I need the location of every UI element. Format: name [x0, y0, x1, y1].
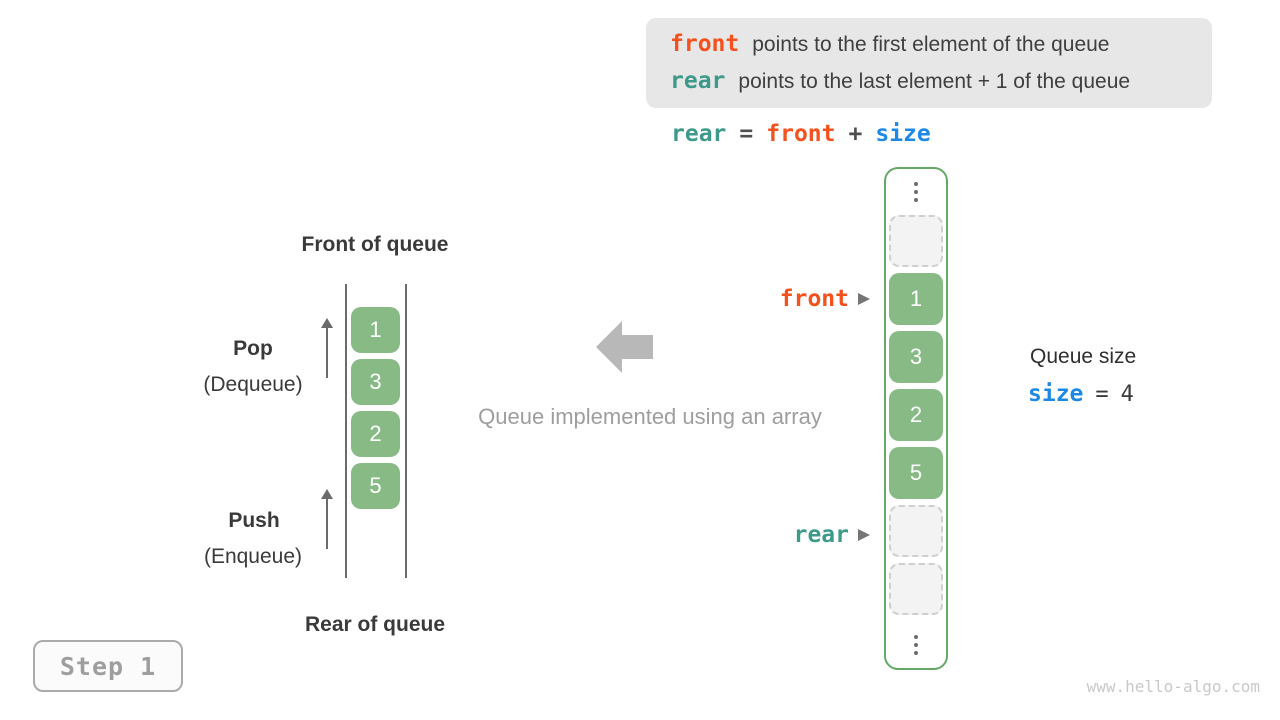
rear-pointer: rear	[794, 522, 870, 548]
formula-front: front	[766, 121, 836, 147]
arrow-stem	[326, 497, 328, 549]
front-of-queue-label: Front of queue	[301, 233, 449, 256]
front-description: points to the first element of the queue	[752, 33, 1110, 56]
figure-caption: Queue implemented using an array	[478, 404, 822, 429]
legend-line-rear: rear points to the last element + 1 of t…	[670, 63, 1212, 100]
formula-equals: =	[739, 121, 754, 147]
size-value: 4	[1120, 382, 1134, 407]
queue-element: 2	[351, 411, 400, 457]
rear-description: points to the last element + 1 of the qu…	[738, 70, 1131, 93]
array-cell-empty	[889, 215, 943, 267]
watermark: www.hello-algo.com	[1086, 677, 1260, 696]
front-keyword: front	[670, 31, 740, 57]
step-badge: Step 1	[33, 640, 183, 692]
enqueue-label: (Enqueue)	[203, 545, 303, 568]
front-pointer-label: front	[779, 286, 849, 312]
formula-rear: rear	[671, 121, 727, 147]
dequeue-label: (Dequeue)	[203, 373, 303, 396]
queue-size-equation: size = 4	[1028, 381, 1134, 407]
queue-size-title: Queue size	[1030, 345, 1137, 368]
size-equals: =	[1095, 382, 1109, 407]
pop-label: Pop	[233, 337, 273, 360]
pop-direction-arrow-icon	[321, 318, 333, 378]
array-cell-filled: 1	[889, 273, 943, 325]
queue-channel-left-wall	[345, 284, 347, 578]
array-container: 1 3 2 5	[884, 167, 948, 670]
queue-channel-right-wall	[405, 284, 407, 578]
push-label: Push	[228, 509, 280, 532]
queue-element: 1	[351, 307, 400, 353]
formula-plus: +	[848, 121, 863, 147]
ellipsis-top-icon	[914, 182, 918, 202]
rear-of-queue-label: Rear of queue	[304, 613, 446, 636]
queue-element-stack: 1 3 2 5	[351, 307, 400, 509]
array-cells: 1 3 2 5	[889, 215, 943, 615]
size-variable: size	[1028, 381, 1084, 407]
rear-pointer-label: rear	[793, 522, 849, 548]
array-cell-empty	[889, 563, 943, 615]
legend-box: front points to the first element of the…	[646, 18, 1212, 108]
array-cell-empty	[889, 505, 943, 557]
arrow-head	[321, 318, 333, 328]
arrow-head	[321, 489, 333, 499]
rear-keyword: rear	[670, 68, 726, 94]
ellipsis-bottom-icon	[914, 635, 918, 655]
array-cell-filled: 2	[889, 389, 943, 441]
rear-pointer-arrow-icon	[858, 529, 870, 541]
queue-element: 5	[351, 463, 400, 509]
queue-element: 3	[351, 359, 400, 405]
array-cell-filled: 3	[889, 331, 943, 383]
front-pointer: front	[780, 286, 870, 312]
left-block-arrow-icon	[596, 321, 653, 373]
push-direction-arrow-icon	[321, 489, 333, 549]
legend-line-front: front points to the first element of the…	[670, 26, 1212, 63]
formula-size: size	[875, 121, 931, 147]
arrow-stem	[326, 326, 328, 378]
array-cell-filled: 5	[889, 447, 943, 499]
front-pointer-arrow-icon	[858, 293, 870, 305]
rear-formula: rear = front + size	[671, 121, 931, 147]
